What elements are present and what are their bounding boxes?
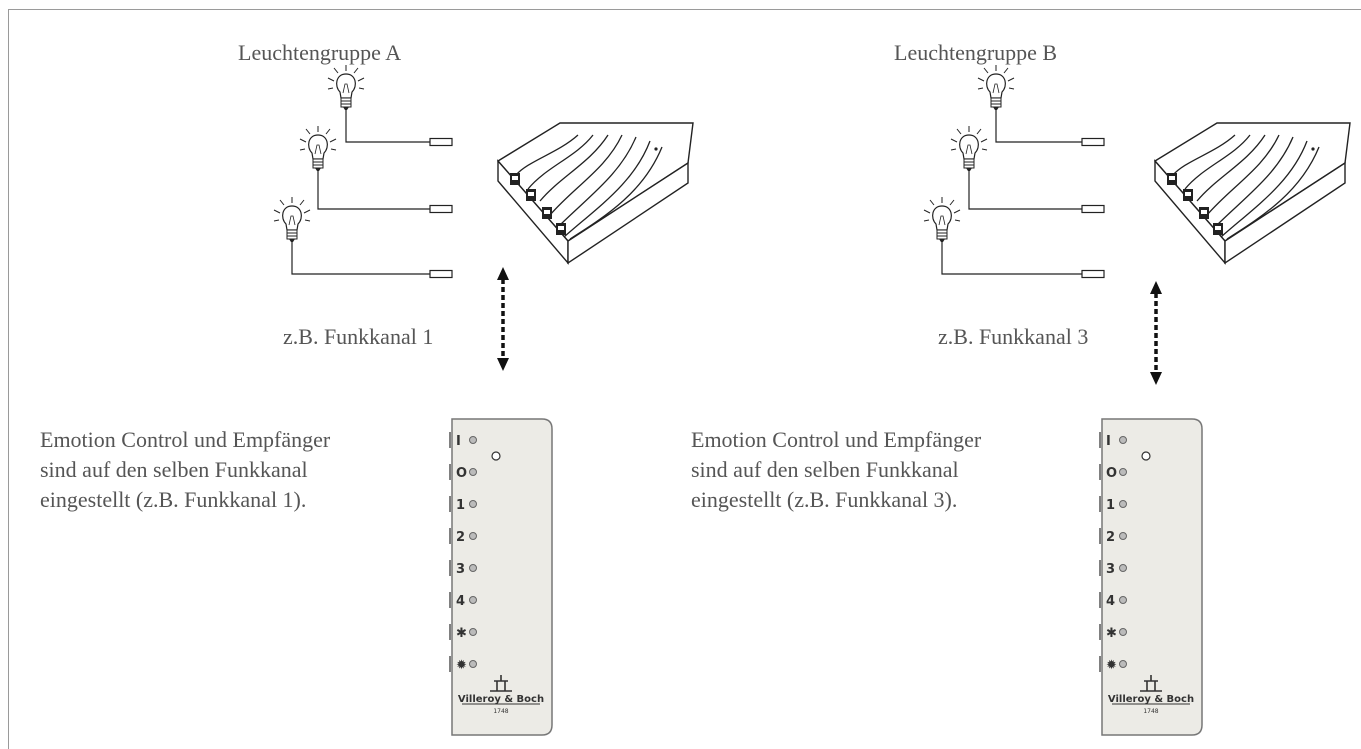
remote-button-label[interactable]: O	[1106, 466, 1117, 481]
brand-year: 1748	[493, 708, 508, 715]
description-line: eingestellt (z.B. Funkkanal 3).	[691, 487, 958, 512]
group-b-description: Emotion Control und Empfänger sind auf d…	[691, 425, 981, 515]
button-indicator	[469, 468, 477, 476]
plug-icon	[429, 137, 453, 147]
button-indicator	[469, 436, 477, 444]
plug-icon	[1081, 204, 1105, 214]
double-arrow-icon	[495, 265, 511, 373]
group-a-channel-label: z.B. Funkkanal 1	[283, 324, 434, 349]
plug-icon	[1081, 269, 1105, 279]
button-indicator	[1119, 532, 1127, 540]
light-bulb-icon	[299, 125, 337, 172]
remote-control-icon: I O 1 2 3 4 ✱ ✹ Villeroy & Boch 1748	[449, 418, 553, 736]
remote-button-label[interactable]: 4	[456, 594, 465, 609]
group-b	[923, 64, 1351, 387]
description-line: sind auf den selben Funkkanal	[691, 457, 959, 482]
receiver-box-icon	[1154, 122, 1351, 264]
remote-button-label[interactable]: 3	[456, 562, 465, 577]
remote-button-label[interactable]: 2	[456, 530, 465, 545]
button-indicator	[469, 596, 477, 604]
diagram-frame	[8, 9, 1361, 749]
button-indicator	[1119, 660, 1127, 668]
remote-button-label[interactable]: 1	[456, 498, 465, 513]
light-bulb-icon	[327, 64, 365, 111]
wires	[941, 110, 1082, 275]
description-line: Emotion Control und Empfänger	[40, 427, 331, 452]
double-arrow-icon	[1148, 279, 1164, 387]
remote-button-label[interactable]: ✱	[456, 626, 467, 641]
remote-panel	[1101, 418, 1203, 736]
light-bulb-icon	[977, 64, 1015, 111]
brand-logo-icon: Villeroy & Boch 1748	[1108, 675, 1194, 715]
light-bulb-icon	[273, 196, 311, 243]
brand-year: 1748	[1143, 708, 1158, 715]
description-line: eingestellt (z.B. Funkkanal 1).	[40, 487, 307, 512]
button-indicator	[1119, 436, 1127, 444]
remote-button-label[interactable]: I	[1106, 434, 1111, 449]
brand-name: Villeroy & Boch	[458, 694, 544, 705]
button-indicator	[1119, 596, 1127, 604]
plug-icon	[429, 269, 453, 279]
remote-button-label[interactable]: I	[456, 434, 461, 449]
plug-icon	[429, 204, 453, 214]
light-bulb-icon	[923, 196, 961, 243]
button-indicator	[469, 532, 477, 540]
wires	[291, 110, 430, 275]
plug-icon	[1081, 137, 1105, 147]
remote-button-label[interactable]: 1	[1106, 498, 1115, 513]
remote-button-label[interactable]: 4	[1106, 594, 1115, 609]
group-b-channel-label: z.B. Funkkanal 3	[938, 324, 1089, 349]
receiver-box-icon	[497, 122, 694, 264]
remote-button-label[interactable]: O	[456, 466, 467, 481]
remote-button-label[interactable]: ✹	[456, 658, 467, 673]
button-indicator	[1119, 564, 1127, 572]
remote-panel	[451, 418, 553, 736]
button-indicator	[469, 564, 477, 572]
remote-button-label[interactable]: ✱	[1106, 626, 1117, 641]
description-line: sind auf den selben Funkkanal	[40, 457, 308, 482]
remote-button-label[interactable]: ✹	[1106, 658, 1117, 673]
status-led	[491, 451, 501, 461]
button-indicator	[1119, 628, 1127, 636]
description-line: Emotion Control und Empfänger	[691, 427, 982, 452]
brand-name: Villeroy & Boch	[1108, 694, 1194, 705]
button-indicator	[469, 500, 477, 508]
group-a	[273, 64, 694, 373]
brand-logo-icon: Villeroy & Boch 1748	[458, 675, 544, 715]
light-bulb-icon	[950, 125, 988, 172]
remote-button-label[interactable]: 3	[1106, 562, 1115, 577]
button-indicator	[1119, 468, 1127, 476]
button-indicator	[1119, 500, 1127, 508]
status-led	[1141, 451, 1151, 461]
group-b-title: Leuchtengruppe B	[894, 40, 1058, 65]
button-indicator	[469, 660, 477, 668]
group-a-title: Leuchtengruppe A	[238, 40, 402, 65]
button-indicator	[469, 628, 477, 636]
remote-control-icon: I O 1 2 3 4 ✱ ✹ Villeroy & Boch 1748	[1099, 418, 1203, 736]
remote-button-label[interactable]: 2	[1106, 530, 1115, 545]
group-a-description: Emotion Control und Empfänger sind auf d…	[40, 425, 330, 515]
